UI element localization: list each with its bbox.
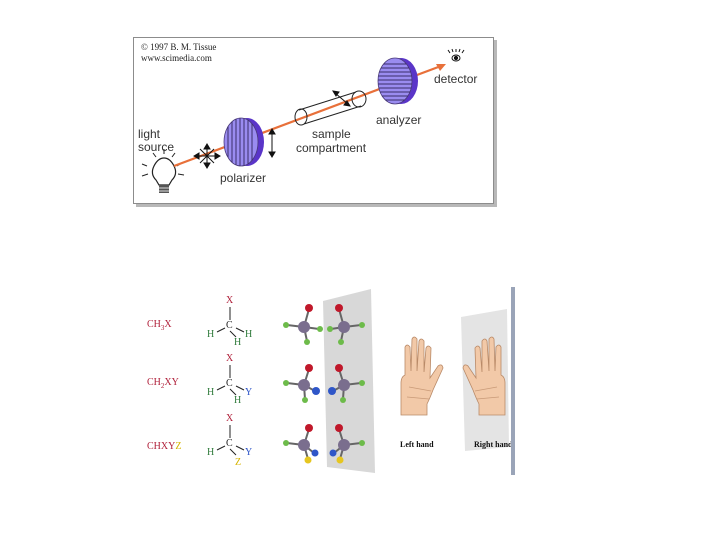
structure-ch2xy — [216, 365, 245, 396]
sample-tube-icon — [294, 90, 367, 126]
structure-chxyz — [216, 425, 245, 456]
molecule-model-chxyz-left — [283, 424, 319, 464]
polarimeter-diagram: © 1997 B. M. Tissue www.scimedia.com lig… — [133, 37, 494, 204]
sample-label-line-2: compartment — [296, 141, 367, 155]
atom-c-row3: C — [226, 438, 233, 449]
atom-y-row3: Y — [245, 447, 253, 458]
photo-edge — [511, 287, 515, 475]
unpolarized-light-arrows-icon — [193, 143, 221, 169]
molecule-model-ch3x-left — [283, 304, 323, 345]
beam-arrowhead-icon — [436, 64, 446, 71]
molecule-model-ch2xy-left — [283, 364, 320, 403]
atom-y-row2: Y — [245, 387, 253, 398]
polarizer-filter-icon — [223, 117, 264, 167]
atom-c-row1: C — [226, 320, 233, 331]
polarimeter-drawing — [141, 48, 465, 193]
rotated-light-arrow-icon — [332, 90, 351, 107]
atom-x-row2: X — [226, 353, 234, 364]
atom-h-right-row1: H — [245, 329, 253, 340]
polarizer-label: polarizer — [220, 171, 267, 185]
light-label-line-1: light — [138, 127, 161, 141]
analyzer-label: analyzer — [376, 113, 422, 127]
left-hand-icon — [400, 336, 444, 416]
atom-z-row3: Z — [235, 457, 242, 468]
atom-h-left-row3: H — [207, 447, 215, 458]
left-hand-caption: Left hand — [400, 440, 434, 449]
sample-label-line-1: sample — [312, 127, 351, 141]
right-hand-icon — [462, 336, 506, 416]
structure-ch3x — [216, 307, 245, 338]
formula-chxyz: CHXYZ — [147, 441, 182, 452]
formula-ch3x: CH3X — [147, 319, 172, 332]
chirality-drawing — [216, 287, 515, 475]
analyzer-filter-icon — [377, 57, 418, 105]
detector-label: detector — [434, 72, 478, 86]
light-bulb-icon — [141, 149, 185, 193]
atom-c-row2: C — [226, 378, 233, 389]
molecule-model-chxyz-right — [329, 424, 365, 464]
copyright-line-1: © 1997 B. M. Tissue — [141, 42, 217, 52]
polarized-light-arrow-icon — [268, 128, 276, 158]
atom-h-bottom-row2: H — [234, 395, 242, 406]
right-hand-caption: Right hand — [474, 440, 511, 449]
atom-x-row3: X — [226, 413, 234, 424]
copyright-line-2: www.scimedia.com — [141, 53, 212, 63]
molecule-model-ch3x-right — [327, 304, 365, 345]
molecule-model-ch2xy-right — [328, 364, 365, 403]
eye-detector-icon — [447, 48, 465, 62]
atom-x-row1: X — [226, 295, 234, 306]
chirality-diagram: CH3X CH2XY CHXYZ X C H H H X C H Y H X C… — [139, 287, 515, 475]
atom-h-left-row2: H — [207, 387, 215, 398]
formula-ch2xy: CH2XY — [147, 377, 179, 390]
light-label-line-2: source — [138, 140, 175, 154]
atom-h-left-row1: H — [207, 329, 215, 340]
atom-h-bottom-row1: H — [234, 337, 242, 348]
